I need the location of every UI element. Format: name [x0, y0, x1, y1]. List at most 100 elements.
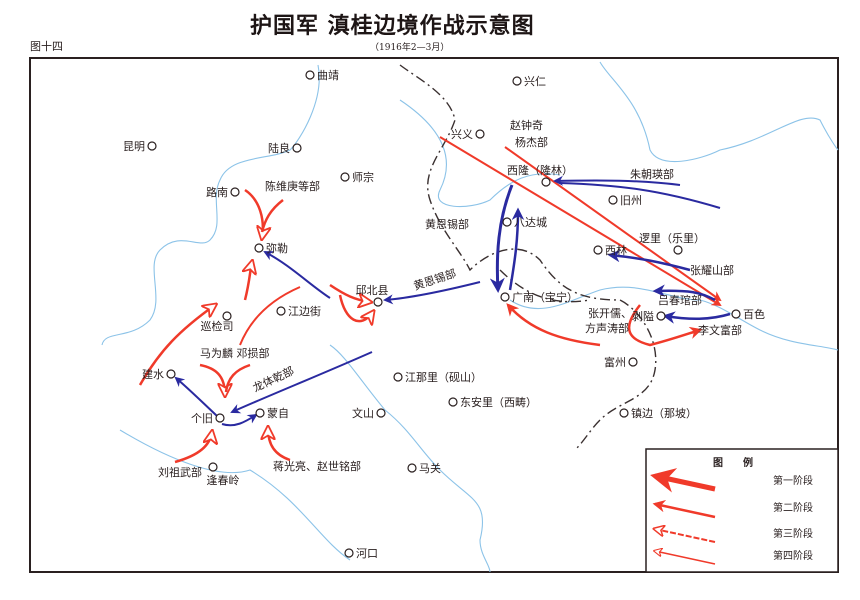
- troop-label: 吕春琯部: [658, 293, 702, 307]
- city-marker: [340, 172, 350, 182]
- red-arrow: [239, 286, 301, 346]
- city-label: 邱北县: [356, 284, 389, 297]
- city-marker: [619, 408, 629, 418]
- red-arrow: [138, 305, 215, 386]
- red-arrow: [260, 199, 284, 233]
- city-marker: [222, 311, 232, 321]
- city-label: 逻里（乐里）: [639, 232, 705, 245]
- city-marker: [373, 297, 383, 307]
- blue-arrow: [174, 376, 218, 417]
- troop-label: 赵钟奇: [510, 118, 543, 132]
- city-label: 蒙自: [267, 407, 289, 420]
- blue-arrow: [221, 413, 258, 427]
- troop-label: 陈维庚等部: [265, 179, 320, 193]
- city-label: 个旧: [191, 412, 213, 425]
- city-label: 西林: [605, 243, 627, 257]
- city-marker: [147, 141, 157, 151]
- legend-label: 第一阶段: [773, 474, 813, 487]
- blue-arrow: [230, 351, 373, 414]
- legend-label: 第四阶段: [773, 549, 813, 562]
- city-marker: [255, 408, 265, 418]
- city-marker: [215, 413, 225, 423]
- red-arrow: [245, 262, 252, 301]
- city-label: 兴义: [451, 128, 473, 141]
- city-marker: [166, 369, 176, 379]
- troop-label: 龙体乾部: [250, 363, 296, 394]
- legend-label: 第三阶段: [773, 527, 813, 540]
- city-label: 八达城: [514, 216, 547, 229]
- blue-arrow: [553, 175, 681, 186]
- city-marker: [502, 217, 512, 227]
- blue-arrow: [383, 281, 481, 305]
- city-marker: [376, 408, 386, 418]
- troop-label: 方声涛部: [585, 321, 629, 335]
- blue-arrow: [652, 284, 716, 302]
- city-marker: [305, 70, 315, 80]
- city-marker: [254, 243, 264, 253]
- red-arrow: [338, 294, 373, 321]
- figure-number: 图十四: [30, 40, 63, 53]
- legend-arrow-stage-1: [650, 468, 716, 493]
- map-frame: [29, 57, 839, 573]
- city-marker: [407, 463, 417, 473]
- city-label: 弥勒: [266, 241, 288, 255]
- legend-title: 图 例: [713, 456, 753, 469]
- red-arrow: [329, 283, 370, 302]
- red-arrow: [268, 428, 291, 462]
- city-marker: [593, 245, 603, 255]
- city-label: 逢春岭: [207, 473, 240, 487]
- city-label: 镇边（那坡）: [631, 406, 697, 420]
- city-label: 巡检司: [201, 319, 234, 333]
- city-label: 文山: [352, 406, 374, 420]
- city-marker: [276, 306, 286, 316]
- city-label: 广南（宝宁）: [512, 290, 578, 304]
- red-arrow: [199, 363, 225, 395]
- city-label: 曲靖: [317, 69, 339, 82]
- troop-label: 蒋光亮、赵世铭部: [273, 459, 361, 473]
- city-marker: [448, 397, 458, 407]
- city-label: 马关: [419, 461, 441, 475]
- red-arrow: [224, 363, 251, 393]
- places: 曲靖兴仁昆明陆良师宗路南弥勒江边街巡检司邱北县建水个旧蒙自文山江那里（砚山）东安…: [123, 69, 765, 560]
- province-border: [399, 64, 657, 451]
- city-marker: [230, 187, 240, 197]
- city-label: 师宗: [352, 170, 374, 184]
- city-label: 江边街: [288, 304, 321, 318]
- map-subtitle: （1916年2—3月）: [370, 43, 450, 53]
- city-marker: [731, 309, 741, 319]
- city-label: 陆良: [268, 141, 290, 155]
- troop-label: 张开儒、: [588, 307, 632, 320]
- troop-label: 李文富部: [698, 323, 742, 337]
- city-label: 路南: [206, 186, 228, 199]
- legend: 图 例 第一阶段 第二阶段 第三阶段 第四阶段: [645, 448, 839, 573]
- red-arrow: [504, 146, 722, 302]
- city-marker: [656, 311, 666, 321]
- city-label: 百色: [743, 307, 765, 321]
- blue-arrow: [559, 182, 721, 209]
- city-label: 河口: [356, 547, 378, 560]
- red-arrow: [439, 136, 722, 307]
- city-label: 西隆（隆林）: [507, 163, 573, 177]
- troop-label: 张耀山部: [690, 263, 734, 277]
- troop-label: 朱朝瑛部: [630, 167, 674, 181]
- city-label: 东安里（西畴）: [460, 395, 537, 409]
- city-marker: [208, 462, 218, 472]
- city-label: 剥隘: [632, 309, 654, 323]
- red-arrow: [628, 304, 703, 347]
- troop-arrows: [138, 136, 731, 464]
- city-marker: [344, 548, 354, 558]
- city-marker: [628, 357, 638, 367]
- blue-arrow: [607, 249, 691, 272]
- troop-label: 马为麟 邓损部: [200, 346, 270, 360]
- city-label: 江那里（砚山）: [405, 371, 482, 384]
- red-arrow: [244, 188, 263, 238]
- city-label: 富州: [604, 355, 626, 369]
- city-marker: [393, 372, 403, 382]
- city-marker: [292, 143, 302, 153]
- legend-label: 第二阶段: [773, 501, 813, 514]
- troop-label: 杨杰部: [515, 135, 548, 149]
- rivers: [101, 61, 839, 573]
- city-label: 昆明: [123, 140, 145, 153]
- city-label: 建水: [142, 367, 164, 381]
